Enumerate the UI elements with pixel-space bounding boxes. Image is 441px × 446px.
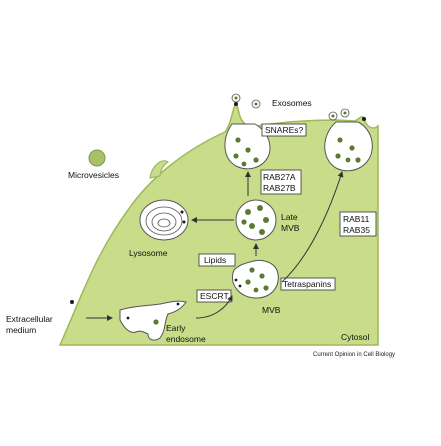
microvesicles-label: Microvesicles	[68, 170, 119, 180]
rab27a-label: RAB27A	[263, 172, 296, 182]
tetraspanins-box	[280, 277, 336, 291]
cytosol-label: Cytosol	[341, 332, 369, 342]
exosomes-label: Exosomes	[272, 98, 312, 108]
early-mvb-vesicles	[245, 267, 269, 293]
tetraspanins-label: Tetraspanins	[283, 279, 331, 289]
fusing-mvb-left-vesicles	[233, 137, 259, 167]
lipids-label: Lipids	[204, 255, 226, 265]
rab11-label: RAB11	[343, 214, 370, 224]
fusing-mvb-right-vesicles	[335, 137, 361, 163]
medium-label: medium	[6, 325, 36, 335]
lysosome-label: Lysosome	[129, 248, 168, 258]
snares-box	[261, 123, 307, 137]
escrt-label: ESCRT	[200, 291, 229, 301]
rab27-box	[260, 169, 302, 195]
rab11-box	[339, 211, 377, 237]
rab27b-label: RAB27B	[263, 183, 296, 193]
late-mvb	[235, 199, 277, 241]
early-label: Early	[166, 323, 186, 333]
snares-label: SNAREs?	[265, 125, 304, 135]
early-mvb	[232, 260, 279, 299]
late-mvb-vesicles	[241, 205, 269, 235]
early-endosome-cargo	[126, 302, 180, 325]
rab35-label: RAB35	[343, 225, 370, 235]
membrane-protrusion	[149, 160, 170, 179]
mvb-label: MVB	[262, 305, 281, 315]
microvesicle	[88, 149, 106, 167]
fusing-mvb-right	[324, 121, 373, 172]
lysosome	[139, 199, 189, 241]
lipids-box	[198, 253, 236, 267]
early-endosome	[119, 300, 187, 341]
pathway-arrows	[86, 171, 344, 321]
late-label: Late	[281, 212, 298, 222]
early-mvb-receptors	[234, 278, 242, 288]
exosome-cargo	[234, 96, 347, 118]
late-mvb-label: MVB	[281, 223, 300, 233]
figure-caption: Current Opinion in Cell Biology	[313, 352, 395, 358]
membrane-receptors	[70, 102, 366, 304]
endosome-label: endosome	[166, 334, 206, 344]
extracellular-label: Extracellular	[6, 314, 53, 324]
